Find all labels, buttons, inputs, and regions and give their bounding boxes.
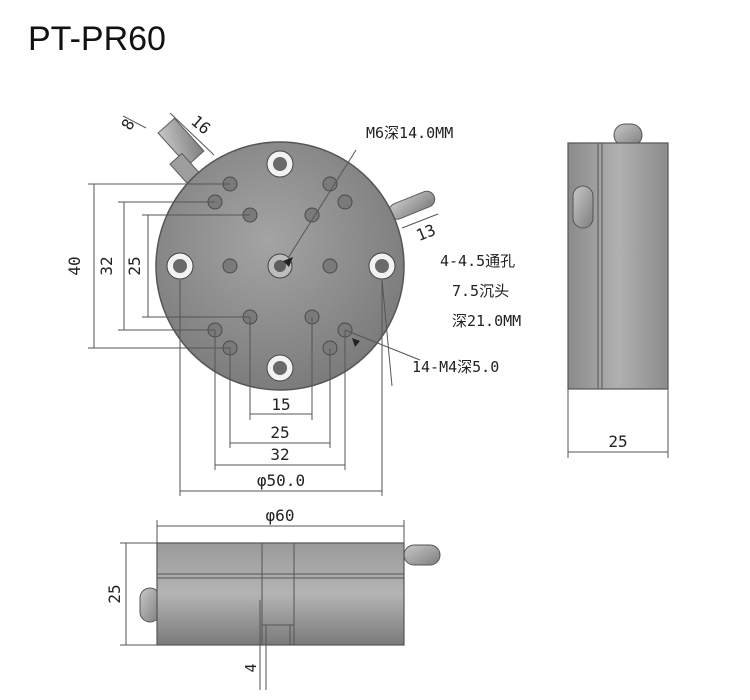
dim-right-width: 25 bbox=[608, 432, 627, 451]
top-view: 8 16 13 bbox=[65, 111, 438, 496]
leader-m6 bbox=[287, 149, 357, 259]
dim-height-25: 25 bbox=[125, 256, 144, 275]
dim-height-32: 32 bbox=[97, 256, 116, 275]
note-m6-depth: M6深14.0MM bbox=[366, 124, 453, 142]
note-m4-holes: 14-M4深5.0 bbox=[412, 358, 499, 376]
note-thru-hole-3: 深21.0MM bbox=[452, 312, 521, 330]
front-side-view: φ60 25 4 bbox=[105, 506, 441, 690]
dim-line-knob-width bbox=[122, 115, 147, 129]
dim-knob-length: 16 bbox=[187, 111, 214, 138]
note-thru-hole-1: 4-4.5通孔 bbox=[440, 252, 515, 270]
dim-width-32: 32 bbox=[270, 445, 289, 464]
dim-diameter-60: φ60 bbox=[266, 506, 295, 525]
dim-width-25: 25 bbox=[270, 423, 289, 442]
dim-side-height: 25 bbox=[105, 584, 124, 603]
counterbore-holes bbox=[166, 150, 396, 382]
dim-slot-depth: 4 bbox=[242, 663, 260, 672]
leader-thru bbox=[381, 279, 393, 387]
dim-height-40: 40 bbox=[65, 256, 84, 275]
dim-pin-length: 13 bbox=[413, 220, 438, 245]
product-title: PT-PR60 bbox=[28, 20, 166, 58]
dim-line-knob-length bbox=[169, 112, 215, 156]
dim-width-15: 15 bbox=[271, 395, 290, 414]
right-side-view: 25 bbox=[567, 123, 669, 458]
note-thru-hole-2: 7.5沉头 bbox=[452, 282, 509, 300]
dim-line-pin bbox=[401, 213, 439, 229]
dim-diameter-50: φ50.0 bbox=[257, 471, 305, 490]
